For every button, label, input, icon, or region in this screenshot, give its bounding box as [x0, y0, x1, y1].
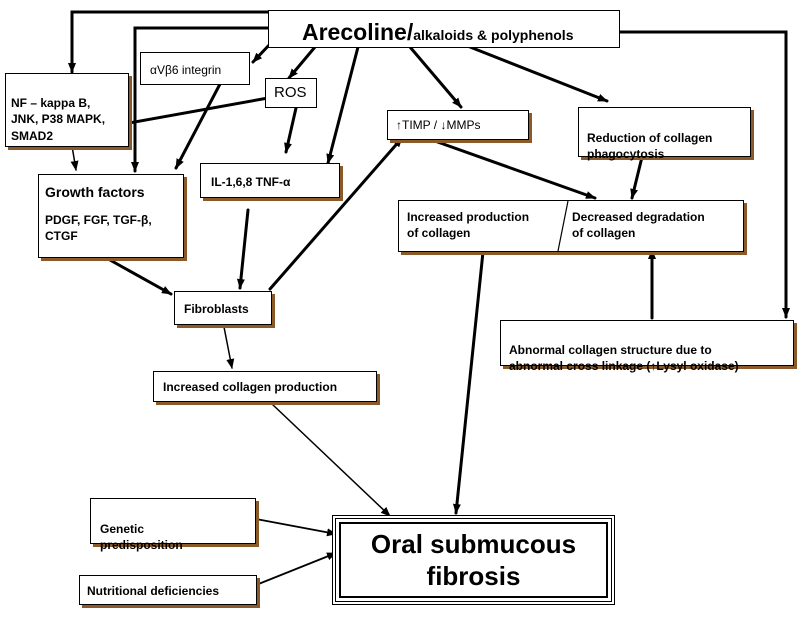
nutritional-label: Nutritional deficiencies — [87, 584, 220, 598]
arrow-arecoline-to-nfkappa — [68, 10, 272, 74]
il-tnf-box: IL-1,6,8 TNF-α — [200, 163, 340, 198]
arrow-incprod-to-osf — [452, 250, 485, 515]
ros-box: ROS — [265, 78, 317, 108]
increased-production-label: Increased production of collagen — [407, 210, 530, 241]
il-tnf-label: IL-1,6,8 TNF-α — [211, 175, 291, 189]
arrow-arecoline-to-ros — [287, 45, 317, 80]
arecoline-main-label: Arecoline/ — [302, 19, 414, 45]
reduction-label: Reduction of collagen phagocytosis — [587, 131, 713, 162]
arrow-fibroblasts-to-inccoll — [223, 326, 235, 369]
arecoline-box: Arecoline/alkaloids & polyphenols — [268, 10, 620, 48]
growth-factors-list: PDGF, FGF, TGF-β, CTGF — [45, 212, 152, 244]
arrow-reduction-to-degradation — [630, 155, 644, 200]
arrow-il-to-fibroblasts — [236, 208, 250, 290]
arrow-arecoline-to-abnormal — [618, 30, 790, 319]
fibroblasts-label: Fibroblasts — [184, 302, 249, 316]
integrin-box: αVβ6 integrin — [140, 52, 250, 85]
arrow-arecoline-to-il — [326, 45, 360, 165]
arrow-inccoll-to-osf — [271, 403, 391, 517]
reduction-box: Reduction of collagen phagocytosis — [578, 107, 751, 161]
increased-collagen-box: Increased collagen production — [153, 371, 377, 402]
timp-mmp-label: ↑TIMP / ↓MMPs — [396, 118, 481, 132]
arrow-fibroblasts-to-timp — [268, 136, 404, 291]
integrin-label: αVβ6 integrin — [150, 63, 222, 77]
collagen-balance-box: Increased production of collagen Decreas… — [398, 200, 744, 252]
growth-factors-title: Growth factors — [45, 184, 145, 200]
abnormal-collagen-box: Abnormal collagen structure due to abnor… — [500, 320, 794, 373]
arecoline-sub-label: alkaloids & polyphenols — [413, 27, 574, 43]
fibroblasts-box: Fibroblasts — [174, 291, 272, 325]
divider-slash — [557, 201, 569, 251]
arrow-timp-to-degradation — [430, 138, 597, 200]
arrow-genetic-to-osf — [255, 518, 337, 537]
arrow-growth-to-fibroblasts — [108, 258, 173, 296]
ros-label: ROS — [274, 84, 307, 101]
nf-kappa-label: NF – kappa B, JNK, P38 MAPK, SMAD2 — [11, 96, 106, 143]
osf-label: Oral submucous fibrosis — [370, 528, 577, 592]
arrow-arecoline-to-growth — [131, 26, 270, 173]
growth-factors-box: Growth factors PDGF, FGF, TGF-β, CTGF — [38, 174, 184, 258]
decreased-degradation-label: Decreased degradation of collagen — [572, 210, 705, 241]
genetic-label: Genetic predisposition — [100, 522, 183, 553]
arrow-nutritional-to-osf — [255, 552, 337, 586]
arrow-arecoline-to-reduction — [468, 45, 609, 103]
nf-kappa-box: NF – kappa B, JNK, P38 MAPK, SMAD2 — [5, 73, 129, 147]
arrow-integrin-to-growth — [174, 82, 222, 170]
nutritional-box: Nutritional deficiencies — [79, 575, 257, 605]
abnormal-collagen-label: Abnormal collagen structure due to abnor… — [509, 343, 739, 374]
oral-submucous-fibrosis-box: Oral submucous fibrosis — [332, 515, 615, 605]
arrow-ros-to-nfkappa — [116, 96, 270, 128]
genetic-box: Genetic predisposition — [90, 498, 256, 552]
arrow-nfkappa-to-growth — [70, 145, 79, 171]
timp-mmp-box: ↑TIMP / ↓MMPs — [387, 110, 529, 140]
increased-collagen-label: Increased collagen production — [163, 380, 338, 394]
arrow-arecoline-to-timp — [408, 45, 463, 109]
arrow-ros-to-il — [284, 106, 298, 154]
